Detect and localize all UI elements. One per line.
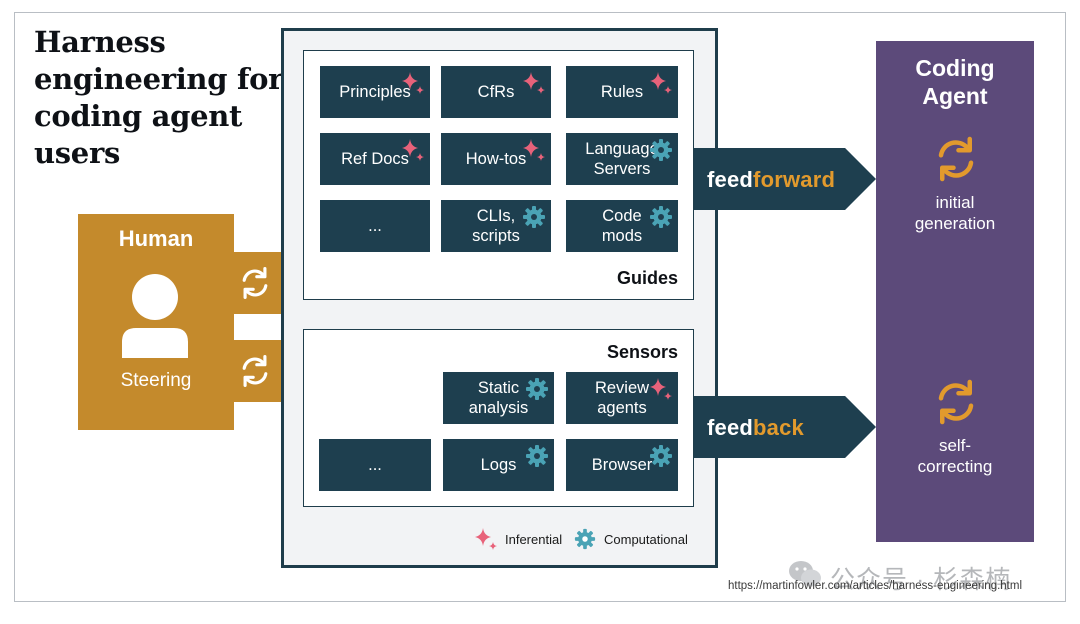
gear-icon: [649, 205, 673, 229]
gear-icon: [649, 138, 673, 162]
sparkle-icon: [474, 527, 498, 551]
human-block: [78, 214, 234, 430]
feedforward-label: feedforward: [707, 167, 835, 193]
sensor-tile-logs: Logs: [443, 439, 554, 491]
gear-icon: [525, 444, 549, 468]
human-label: Human: [118, 226, 194, 251]
coding-agent-block: [876, 41, 1034, 542]
person-icon: [122, 274, 188, 358]
guide-tile-cfrs: CfRs: [441, 66, 551, 118]
feedback-part2: back: [753, 415, 804, 440]
feedforward-part1: feed: [707, 167, 754, 192]
sparkle-icon: [401, 138, 425, 162]
guide-tile-clis-scripts: CLIs, scripts: [441, 200, 551, 252]
guide-tile-how-tos: How-tos: [441, 133, 551, 185]
sensor-tile-review-agents: Review agents: [566, 372, 678, 424]
cycle-icon: [938, 379, 974, 425]
sparkle-icon: [649, 71, 673, 95]
sensors-title: Sensors: [606, 342, 678, 362]
guides-title: Guides: [616, 268, 678, 288]
coding-agent-title: Coding Agent: [915, 55, 995, 109]
feedback-part1: feed: [707, 415, 754, 440]
sparkle-icon: [649, 377, 673, 401]
sensor-tile-browser: Browser: [566, 439, 678, 491]
initial-generation-label: initial generation: [914, 193, 996, 233]
feedforward-arrow: [694, 148, 876, 210]
guide-tile-ref-docs: Ref Docs: [320, 133, 430, 185]
watermark-text: 公众号 · 杉森楠: [830, 566, 1012, 594]
gear-icon: [649, 444, 673, 468]
gear-icon: [525, 377, 549, 401]
feedback-arrow: [694, 396, 876, 458]
guide-tile-more: ...: [320, 200, 430, 252]
steering-label: Steering: [120, 370, 192, 391]
guide-tile-code-mods: Code mods: [566, 200, 678, 252]
source-url: https://martinfowler.com/articles/harnes…: [728, 580, 1023, 592]
sensor-tile-more: ...: [319, 439, 431, 491]
diagram-title: Harness engineering for coding agent use…: [34, 25, 284, 170]
legend-computational: Computational: [604, 532, 688, 547]
cycle-icon: [938, 136, 974, 182]
feedforward-part2: forward: [753, 167, 836, 192]
legend-inferential: Inferential: [505, 532, 563, 547]
cycle-icon: [242, 267, 268, 299]
sensor-tile-static-analysis: Static analysis: [443, 372, 554, 424]
sparkle-icon: [401, 71, 425, 95]
guide-tile-language-servers: Language Servers: [566, 133, 678, 185]
gear-icon: [522, 205, 546, 229]
cycle-icon: [242, 355, 268, 387]
gear-icon: [574, 528, 596, 550]
guide-tile-rules: Rules: [566, 66, 678, 118]
self-correcting-label: self- correcting: [917, 436, 993, 476]
guide-tile-principles: Principles: [320, 66, 430, 118]
sparkle-icon: [522, 71, 546, 95]
feedback-label: feedback: [707, 415, 804, 441]
wechat-logo-icon: [789, 561, 821, 587]
sparkle-icon: [522, 138, 546, 162]
